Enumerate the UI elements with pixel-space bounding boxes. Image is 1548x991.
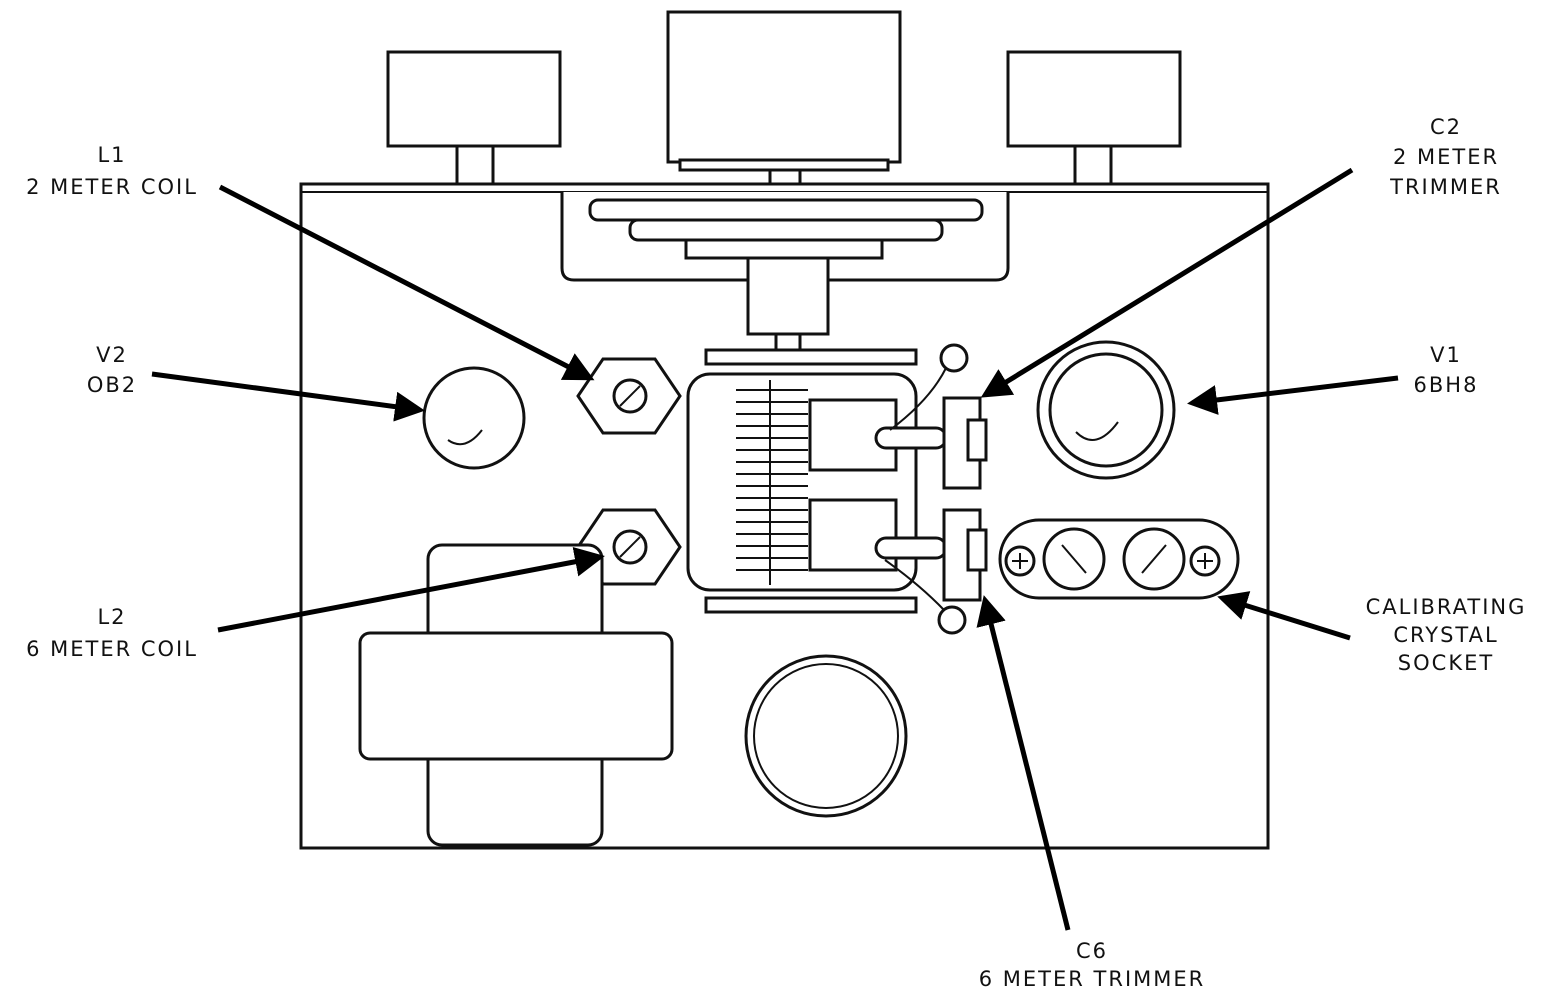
label-crystal: CALIBRATING CRYSTAL SOCKET <box>1366 595 1527 675</box>
v1-leader <box>1187 375 1399 415</box>
tube-v2 <box>422 366 526 470</box>
dial-drive <box>560 192 1010 356</box>
label-v1-desc: 6BH8 <box>1414 373 1479 397</box>
chassis-hole <box>744 654 908 818</box>
transformer <box>358 543 674 847</box>
label-v2-ref: V2 <box>96 343 128 367</box>
l1-leader <box>218 184 595 381</box>
label-l2: L2 6 METER COIL <box>26 605 198 661</box>
label-v1-ref: V1 <box>1430 343 1462 367</box>
v2-leader <box>151 371 425 422</box>
label-v1: V1 6BH8 <box>1414 343 1479 397</box>
label-c2: C2 2 METER TRIMMER <box>1389 115 1502 199</box>
label-c2-ref: C2 <box>1430 115 1462 139</box>
label-l1: L1 2 METER COIL <box>26 143 198 199</box>
tube-v1 <box>1036 340 1176 480</box>
crystal-socket <box>998 518 1240 600</box>
label-c6: C6 6 METER TRIMMER <box>979 939 1206 991</box>
label-l2-ref: L2 <box>97 605 126 629</box>
label-c6-ref: C6 <box>1076 939 1108 963</box>
crystal-leader <box>1217 591 1351 641</box>
c2-leader <box>980 167 1354 398</box>
label-l2-desc: 6 METER COIL <box>26 637 198 661</box>
label-crystal-line1: CALIBRATING <box>1366 595 1527 619</box>
trimmer-c6 <box>884 508 988 635</box>
label-c2-desc2: TRIMMER <box>1389 175 1502 199</box>
trimmer-c2 <box>889 343 988 490</box>
label-v2: V2 OB2 <box>87 343 137 397</box>
label-crystal-line2: CRYSTAL <box>1393 623 1498 647</box>
c6-leader <box>976 595 1071 931</box>
label-c2-desc1: 2 METER <box>1393 145 1499 169</box>
variable-capacitor <box>686 348 948 614</box>
label-l1-ref: L1 <box>97 143 126 167</box>
label-c6-desc: 6 METER TRIMMER <box>979 967 1206 991</box>
label-l1-desc: 2 METER COIL <box>26 175 198 199</box>
label-v2-desc: OB2 <box>87 373 137 397</box>
right-knob <box>1006 50 1182 186</box>
left-knob <box>386 50 562 186</box>
label-crystal-line3: SOCKET <box>1398 651 1494 675</box>
coil-l1 <box>576 357 682 435</box>
l2-leader <box>217 546 605 633</box>
center-dial <box>666 10 902 186</box>
